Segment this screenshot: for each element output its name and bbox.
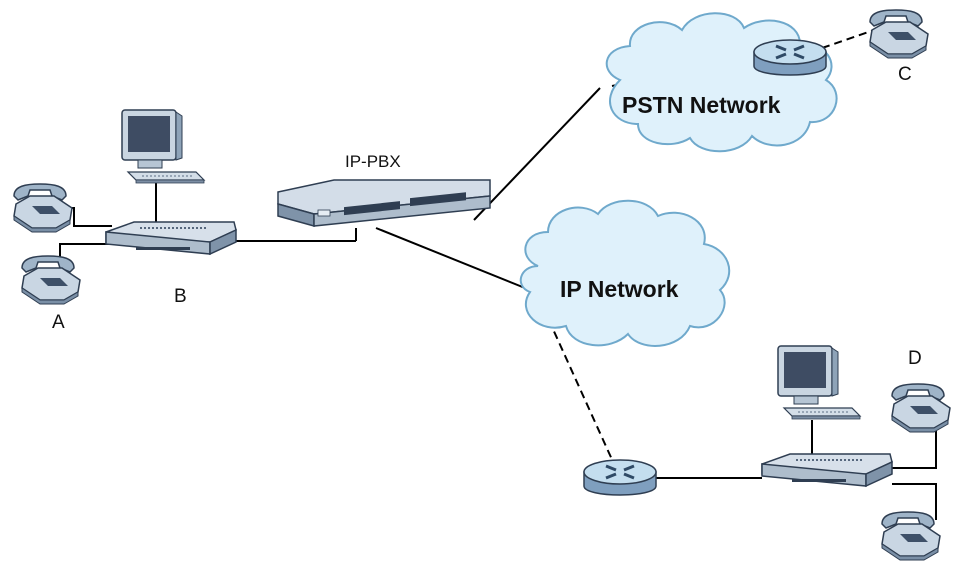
pstn-network-label: PSTN Network [622,92,781,118]
voip-gateway-icon-b [105,221,237,255]
ip-pbx-switch-icon [277,179,491,227]
site-a-label: A [52,312,65,333]
telephone-icon-c [869,9,929,59]
site-b-label: B [174,286,187,307]
ip-network-cloud-icon [519,199,731,347]
ip-pbx-label: IP-PBX [345,152,401,171]
computer-icon-d [777,345,861,420]
voip-gateway-icon-d [761,453,893,487]
site-c-label: C [898,64,912,85]
router-icon-d [582,458,658,497]
router-icon-c [752,38,828,77]
computer-icon-b [121,109,205,184]
ip-network-label: IP Network [560,276,679,302]
telephone-icon-a-lower [21,255,81,305]
site-d-label: D [908,348,922,369]
telephone-icon-d-lower [881,511,941,561]
pstn-cloud-icon [605,12,838,153]
telephone-icon-a-upper [13,183,73,233]
telephone-icon-d-upper [891,383,951,433]
